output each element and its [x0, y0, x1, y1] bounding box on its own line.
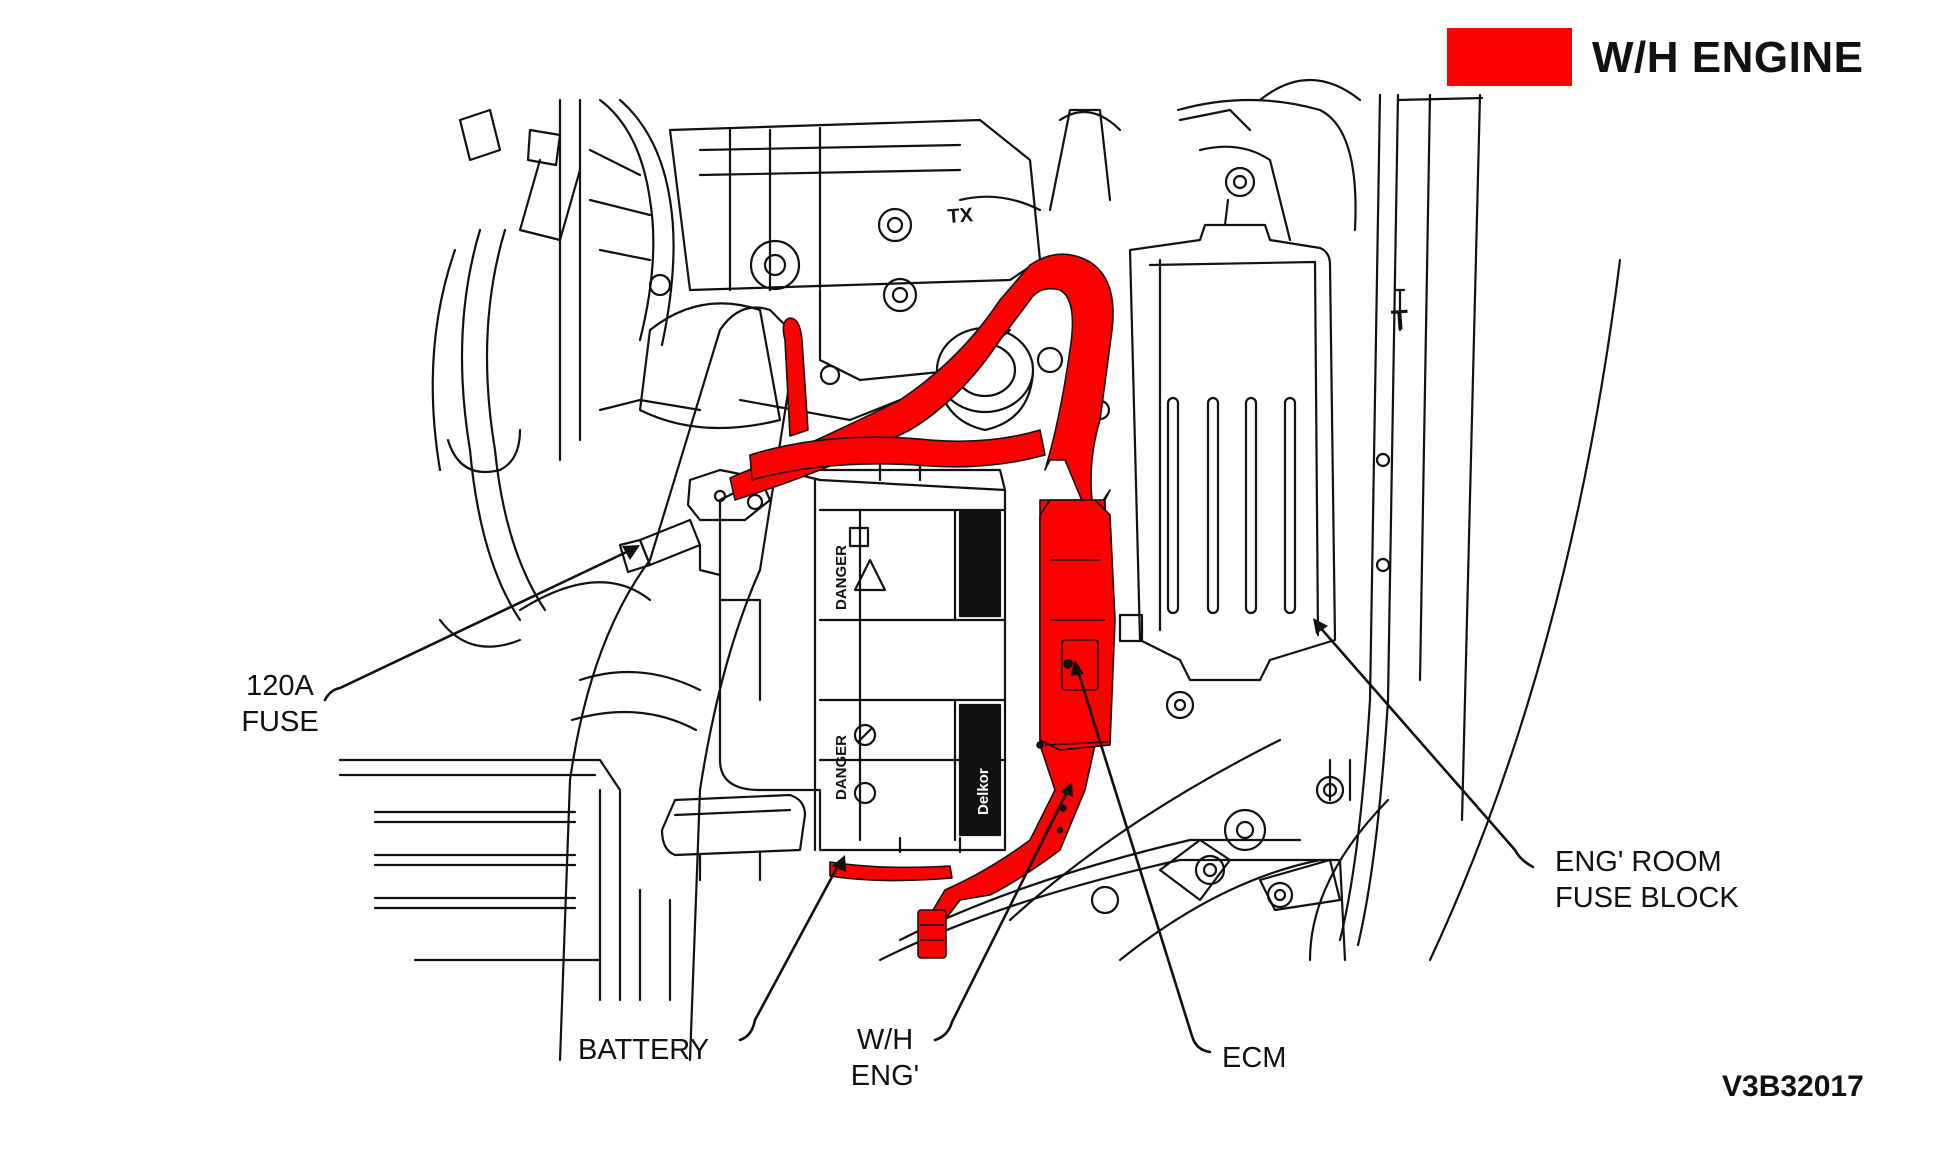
battery-danger-label-bottom: DANGER: [833, 735, 850, 800]
callout-120a-fuse: 120A FUSE: [240, 668, 320, 740]
callout-fuse-line1: 120A: [246, 670, 314, 702]
fuse-120a: [618, 468, 772, 577]
leader-fuse: [323, 546, 637, 702]
callout-ecm: ECM: [1222, 1042, 1287, 1074]
air-filter-box: [338, 758, 622, 1002]
legend-label: W/H ENGINE: [1592, 33, 1864, 82]
coolant-hoses: [431, 98, 675, 648]
callout-battery: BATTERY: [578, 1034, 710, 1066]
part-mark-t: T: [1390, 304, 1409, 336]
battery-terminal-clamp: [660, 793, 807, 882]
arrow-ecm: [1070, 660, 1084, 676]
callout-harness-line2: ENG': [850, 1060, 920, 1092]
arrow-harness: [1060, 782, 1073, 797]
callout-fuse-line2: FUSE: [241, 706, 319, 738]
arrow-fuse: [622, 545, 640, 560]
battery-danger-labels: DANGER DANGER Delkor: [833, 545, 992, 815]
leader-fuse-block: [1316, 623, 1535, 869]
callout-fuse-block-line1: ENG' ROOM: [1555, 846, 1722, 878]
leader-battery: [738, 860, 842, 1042]
arrow-battery: [832, 855, 846, 872]
callout-wh-eng: W/H ENG': [845, 1022, 925, 1094]
leader-lines: [323, 546, 1535, 1054]
part-mark-tx: TX: [947, 204, 975, 228]
engine-wiring-harness: [729, 253, 1116, 959]
callout-fuse-block-line2: FUSE BLOCK: [1555, 882, 1739, 914]
leader-ecm: [1075, 666, 1212, 1054]
callout-harness-line1: W/H: [856, 1024, 914, 1056]
fender-panel: [1176, 79, 1622, 962]
battery: [718, 458, 1007, 854]
fuse-block-body: [1118, 108, 1337, 720]
arrow-fuse-block: [1313, 618, 1328, 634]
legend-swatch: [1447, 28, 1572, 86]
callout-fuse-block: ENG' ROOM FUSE BLOCK: [1555, 844, 1739, 916]
battery-brand-label: Delkor: [975, 768, 992, 815]
battery-danger-label-top: DANGER: [833, 545, 850, 610]
engine-block: [598, 108, 1122, 422]
figure-code: V3B32017: [1722, 1070, 1864, 1103]
leader-harness: [933, 788, 1070, 1042]
